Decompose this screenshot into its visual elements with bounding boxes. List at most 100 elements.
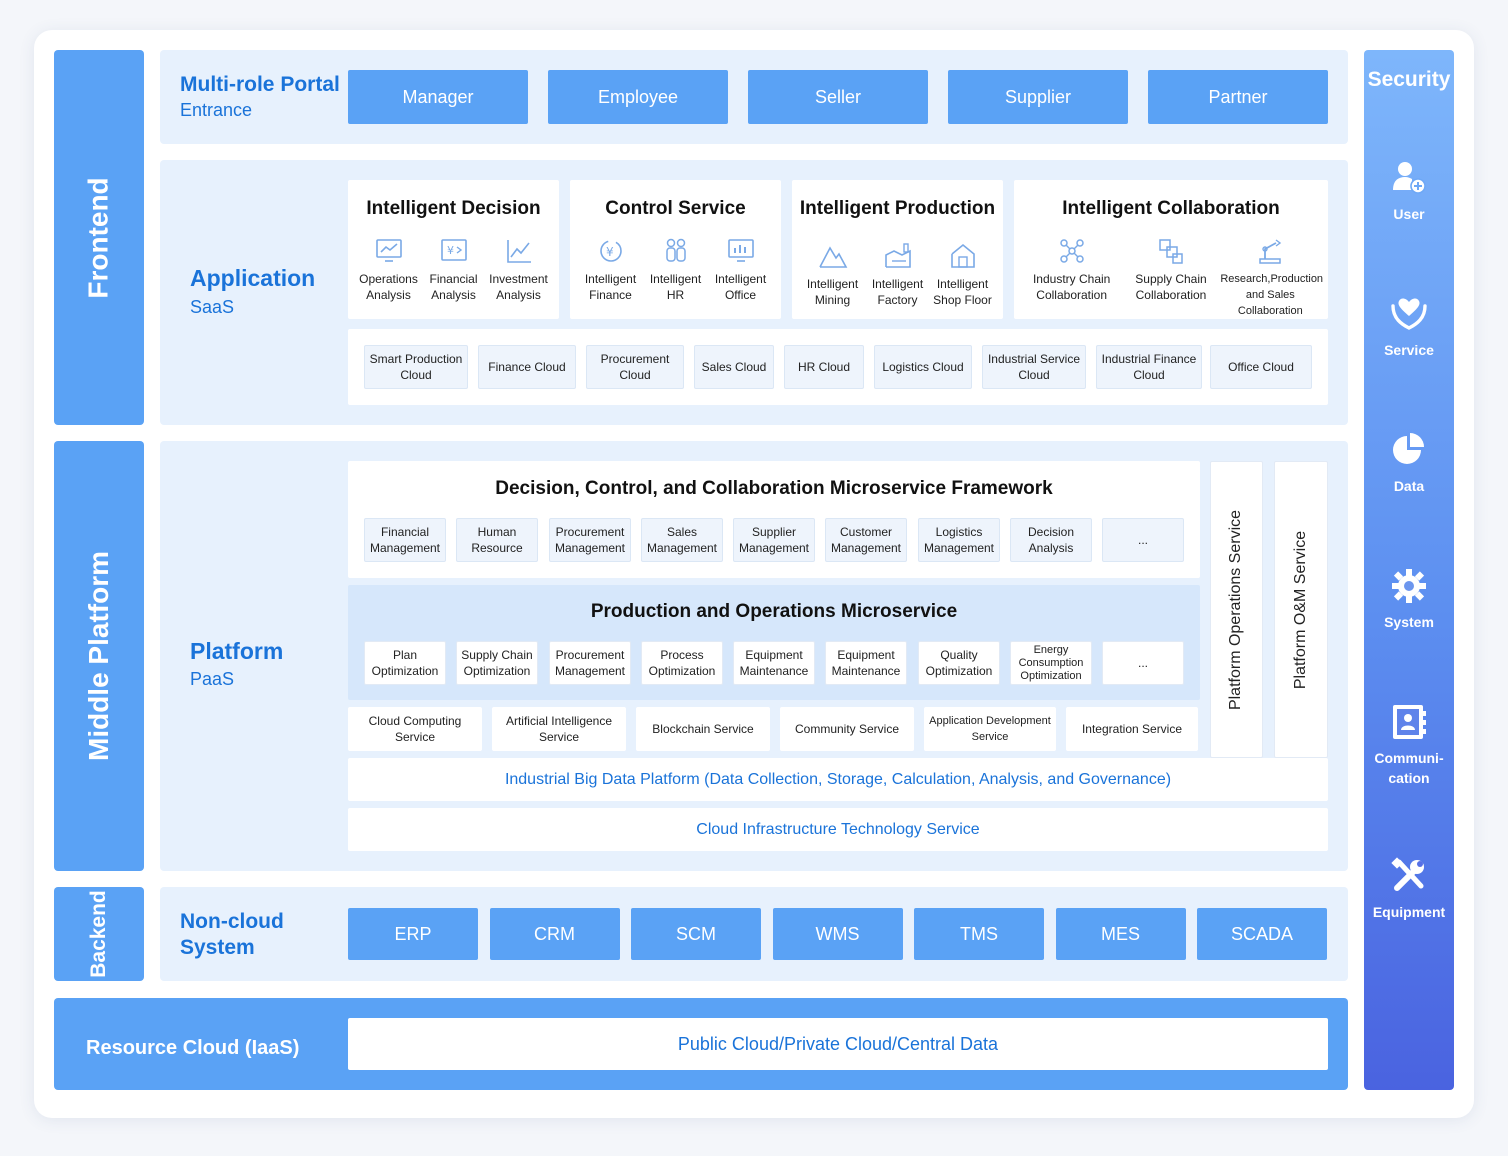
infra-bar: Cloud Infrastructure Technology Service xyxy=(348,808,1328,851)
app-item-label: Intelligent Office xyxy=(714,272,767,302)
cloud-item: HR Cloud xyxy=(784,345,864,389)
layer-label-middle-platform: Middle Platform xyxy=(54,441,144,871)
layer-label-frontend: Frontend xyxy=(54,50,144,425)
gear-icon xyxy=(1392,569,1426,603)
portal-title: Multi-role Portal xyxy=(180,73,340,96)
portal-subtitle: Entrance xyxy=(180,100,253,120)
resource-content: Public Cloud/Private Cloud/Central Data xyxy=(348,1018,1328,1070)
system-scada: SCADA xyxy=(1197,908,1327,960)
office-monitor-icon xyxy=(727,239,754,262)
app-item-label: Financial Analysis xyxy=(429,272,478,302)
system-scm: SCM xyxy=(631,908,761,960)
svg-text:¥: ¥ xyxy=(606,245,614,259)
security-item: System xyxy=(1364,566,1454,632)
platform-service: Community Service xyxy=(780,707,914,751)
app-item-label: Research,Production and Sales Collaborat… xyxy=(1220,273,1324,317)
production-item: Process Optimization xyxy=(641,641,723,685)
system-erp: ERP xyxy=(348,908,478,960)
tools-icon xyxy=(1391,857,1424,891)
portal-role-seller: Seller xyxy=(748,70,928,124)
cloud-item: Finance Cloud xyxy=(478,345,576,389)
platform-operations-label: Platform Operations Service xyxy=(1227,509,1245,710)
app-item-label: Intelligent HR xyxy=(649,272,702,302)
app-item: ¥Intelligent Finance xyxy=(577,235,645,303)
framework-item: Customer Management xyxy=(825,518,907,562)
app-item: Intelligent Office xyxy=(707,235,775,303)
platform-service: Integration Service xyxy=(1066,707,1198,751)
framework-item: ... xyxy=(1102,518,1184,562)
framework-item: Sales Management xyxy=(641,518,723,562)
app-group-title: Control Service xyxy=(605,198,746,219)
app-item-label: Intelligent Factory xyxy=(871,277,924,307)
app-group-title: Intelligent Production xyxy=(799,198,996,219)
framework-item: Procurement Management xyxy=(549,518,631,562)
app-group-title: Intelligent Collaboration xyxy=(1062,198,1280,219)
security-item: Service xyxy=(1364,294,1454,360)
framework-title: Decision, Control, and Collaboration Mic… xyxy=(495,478,1053,499)
security-item: User xyxy=(1364,158,1454,224)
security-item-label: Equipment xyxy=(1372,904,1446,920)
app-item: ¥ Financial Analysis xyxy=(420,235,488,303)
mountain-icon xyxy=(818,246,847,268)
blocks-icon xyxy=(1159,239,1183,264)
factory-icon xyxy=(884,243,911,268)
security-item-label: User xyxy=(1393,206,1425,222)
security-item-label: Data xyxy=(1393,478,1425,494)
production-title: Production and Operations Microservice xyxy=(590,601,958,622)
production-item: Equipment Maintenance xyxy=(825,641,907,685)
bigdata-bar: Industrial Big Data Platform (Data Colle… xyxy=(348,758,1328,801)
production-item: Supply Chain Optimization xyxy=(456,641,538,685)
platform-om-service: Platform O&M Service xyxy=(1274,461,1328,758)
cloud-item: Industrial Finance Cloud xyxy=(1096,345,1202,389)
application-subtitle: SaaS xyxy=(190,297,235,317)
security-item-label: System xyxy=(1384,614,1434,630)
app-item-label: Operations Analysis xyxy=(359,272,418,302)
app-item-label: Supply Chain Collaboration xyxy=(1135,272,1207,302)
app-item: Operations Analysis xyxy=(355,235,423,303)
production-item: Procurement Management xyxy=(549,641,631,685)
currency-cycle-icon: ¥ xyxy=(599,240,622,262)
people-icon xyxy=(665,238,686,262)
system-wms: WMS xyxy=(772,908,903,960)
production-item: ... xyxy=(1102,641,1184,685)
network-icon xyxy=(1059,239,1084,263)
portal-role-employee: Employee xyxy=(548,70,728,124)
security-item: Data xyxy=(1364,430,1454,496)
platform-subtitle: PaaS xyxy=(190,669,235,689)
framework-item: Logistics Management xyxy=(918,518,1000,562)
cloud-item: Logistics Cloud xyxy=(874,345,972,389)
chart-monitor-icon xyxy=(375,239,402,262)
app-item: Intelligent Factory xyxy=(864,240,932,308)
house-icon xyxy=(950,243,975,268)
platform-service: Artificial Intelligence Service xyxy=(492,707,626,751)
app-item: Investment Analysis xyxy=(485,235,553,303)
user-add-icon xyxy=(1393,162,1426,194)
platform-service: Cloud Computing Service xyxy=(348,707,482,751)
layer-label-backend: Backend xyxy=(54,887,144,981)
system-tms: TMS xyxy=(914,908,1044,960)
production-item: Quality Optimization xyxy=(918,641,1000,685)
framework-item: Decision Analysis xyxy=(1010,518,1092,562)
platform-service: Application Development Service xyxy=(924,707,1056,751)
yuan-chart-icon: ¥ xyxy=(440,239,467,261)
app-item: Supply Chain Collaboration xyxy=(1121,235,1221,303)
pie-chart-icon xyxy=(1393,433,1424,464)
app-item: Intelligent Shop Floor xyxy=(929,240,997,308)
app-item: Intelligent Mining xyxy=(799,240,867,308)
application-title: Application xyxy=(190,265,316,291)
portal-role-supplier: Supplier xyxy=(948,70,1128,124)
contact-book-icon xyxy=(1393,705,1426,739)
app-item-label: Intelligent Shop Floor xyxy=(933,277,992,307)
backend-title: Non-cloud System xyxy=(180,910,284,959)
security-title: Security xyxy=(1367,68,1451,91)
robot-arm-icon xyxy=(1259,239,1282,264)
resource-title: Resource Cloud (IaaS) xyxy=(86,1037,300,1059)
production-item: Energy Consumption Optimization xyxy=(1010,641,1092,685)
cloud-item: Industrial Service Cloud xyxy=(982,345,1086,389)
cloud-item: Office Cloud xyxy=(1210,345,1312,389)
cloud-item: Sales Cloud xyxy=(694,345,774,389)
